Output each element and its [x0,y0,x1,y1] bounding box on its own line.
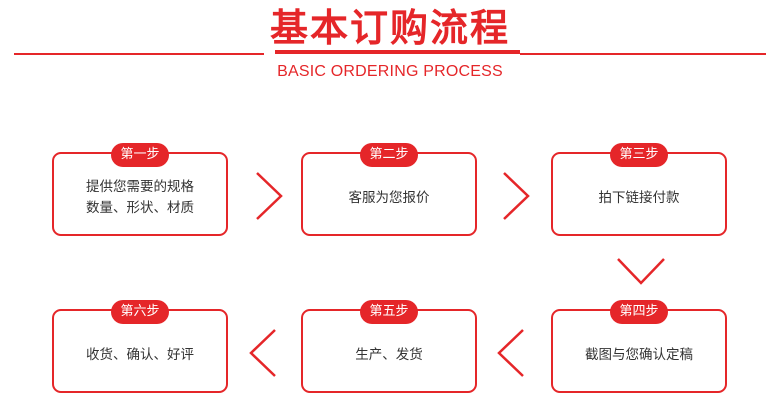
step-1-line-1: 提供您需要的规格 [86,179,194,195]
step-3-line-1: 拍下链接付款 [598,189,680,206]
chevron-right-icon [503,172,530,220]
step-1-description: 提供您需要的规格 数量、形状、材质 [86,169,194,219]
chevron-right-icon [256,172,283,220]
chevron-left-icon [249,329,276,377]
step-6-box: 第六步 收货、确认、好评 [52,300,228,393]
step-4-line-1: 截图与您确认定稿 [585,346,693,363]
step-5-box: 第五步 生产、发货 [301,300,477,393]
step-2-line-1: 客服为您报价 [348,189,430,206]
step-1-line-2: 数量、形状、材质 [86,200,194,216]
chevron-left-icon [497,329,524,377]
step-6-badge: 第六步 [111,300,169,324]
step-1-badge: 第一步 [111,143,169,167]
step-6-description: 收货、确认、好评 [86,337,194,366]
step-3-box: 第三步 拍下链接付款 [551,143,727,236]
step-5-badge: 第五步 [360,300,418,324]
step-2-description: 客服为您报价 [349,180,430,209]
step-6-line-1: 收货、确认、好评 [86,346,194,363]
chevron-down-icon [617,258,665,285]
page-title: 基本订购流程 [269,6,510,50]
page-subtitle: BASIC ORDERING PROCESS [277,63,503,80]
step-4-box: 第四步 截图与您确认定稿 [551,300,727,393]
title-divider-right [520,53,766,55]
step-1-box: 第一步 提供您需要的规格 数量、形状、材质 [52,143,228,236]
step-5-line-1: 生产、发货 [355,346,423,363]
step-3-description: 拍下链接付款 [599,180,680,209]
step-3-badge: 第三步 [610,143,668,167]
step-2-badge: 第二步 [360,143,418,167]
step-4-description: 截图与您确认定稿 [585,337,693,366]
title-underline [275,50,520,54]
step-4-badge: 第四步 [610,300,668,324]
step-5-description: 生产、发货 [355,337,423,366]
step-2-box: 第二步 客服为您报价 [301,143,477,236]
title-divider-left [14,53,264,55]
